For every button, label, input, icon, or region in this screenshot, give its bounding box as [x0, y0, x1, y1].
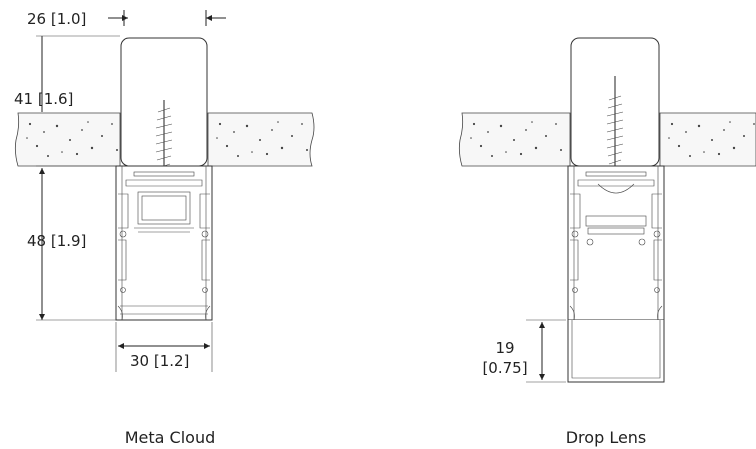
dim-top-width-label: 26 [1.0] [27, 10, 86, 28]
dim-lens-drop: 19 [0.75] [482, 319, 566, 383]
ceiling-right [207, 112, 315, 167]
dim-ceiling-thickness: 41 [1.6] [14, 35, 120, 112]
ceiling-right-2 [659, 112, 756, 167]
meta-cloud-figure: 26 [1.0] 41 [1.6] 48 [1.9] [14, 10, 315, 447]
meta-cloud-housing [115, 165, 213, 321]
drop-lens-figure: 19 [0.75] Drop Lens [458, 37, 756, 447]
dim-housing-depth-label: 48 [1.9] [27, 232, 86, 250]
dim-housing-width: 30 [1.2] [115, 322, 213, 372]
drop-lens [567, 320, 665, 383]
dim-lens-drop-inch: [0.75] [482, 359, 527, 377]
caption-meta-cloud: Meta Cloud [125, 428, 216, 447]
caption-drop-lens: Drop Lens [566, 428, 647, 447]
dim-housing-depth: 48 [1.9] [27, 165, 116, 321]
drop-lens-housing [567, 165, 665, 321]
screw [155, 100, 173, 178]
screw-2 [606, 76, 624, 178]
dim-housing-width-label: 30 [1.2] [130, 352, 189, 370]
dim-lens-drop-value: 19 [495, 339, 514, 357]
dim-top-width: 26 [1.0] [27, 10, 226, 28]
ceiling-left [14, 112, 121, 167]
dim-ceiling-thickness-label: 41 [1.6] [14, 90, 73, 108]
